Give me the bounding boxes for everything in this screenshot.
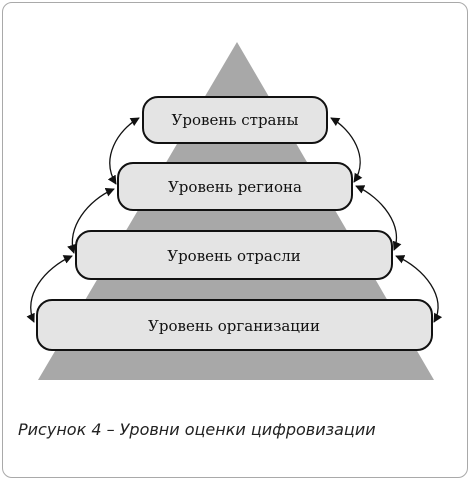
connector-arrow [330,117,363,183]
connector-arrow [355,185,402,251]
figure-caption: Рисунок 4 – Уровни оценки цифровизации [18,420,376,439]
connector-arrow [107,117,140,185]
level-box [36,299,433,351]
level-label: Уровень организации [148,317,320,335]
level-label: Уровень страны [172,111,299,129]
level-label: Уровень региона [168,178,302,196]
level-industry: Уровень отрасли [75,230,393,280]
level-region: Уровень региона [117,162,353,211]
connector-arrow [395,255,443,323]
level-organization: Уровень организации [36,299,433,351]
level-box [117,162,353,211]
level-box [75,230,393,280]
connector-arrow [67,188,115,254]
level-box [142,96,328,144]
level-country: Уровень страны [142,96,328,144]
level-label: Уровень отрасли [167,247,301,265]
connector-arrow [26,255,73,323]
